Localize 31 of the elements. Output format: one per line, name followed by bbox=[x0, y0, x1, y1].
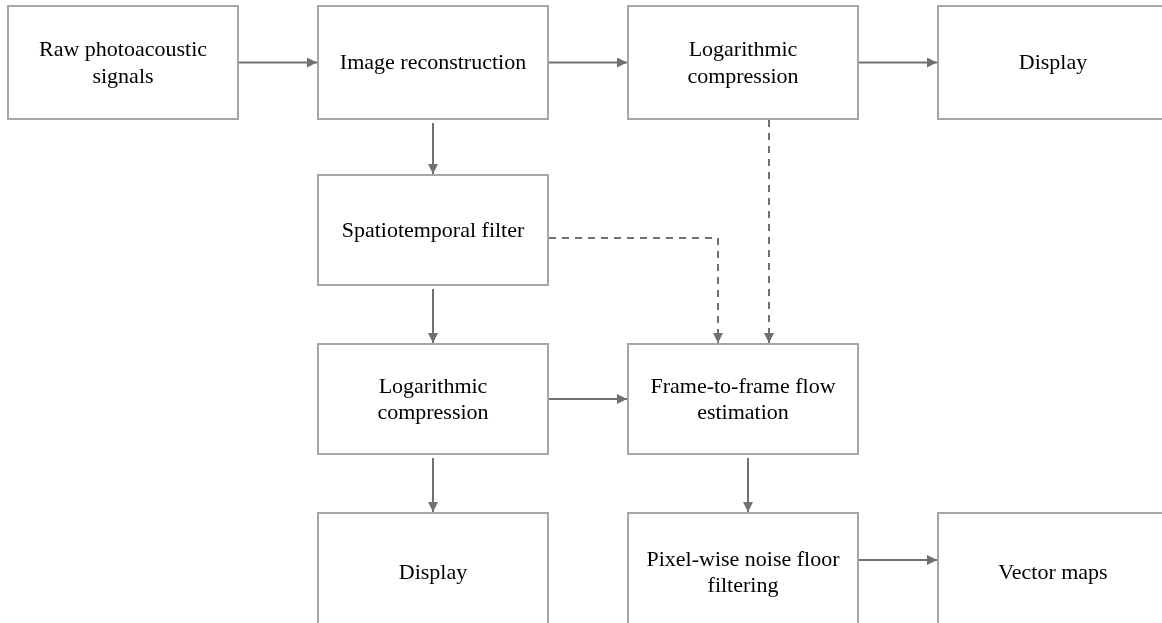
arrow bbox=[548, 57, 628, 68]
box-label: Image reconstruction bbox=[339, 49, 527, 76]
arrow bbox=[743, 457, 753, 513]
arrow bbox=[238, 57, 318, 68]
box-label: Display bbox=[1018, 49, 1088, 76]
box-label: Vector maps bbox=[998, 558, 1108, 586]
process-box bbox=[627, 343, 859, 455]
dashed-arrow bbox=[764, 119, 774, 344]
process-box bbox=[317, 343, 549, 455]
arrow bbox=[548, 394, 628, 404]
process-box bbox=[937, 512, 1162, 623]
arrow bbox=[858, 57, 938, 68]
box-label: Frame-to-frame flow estimation bbox=[649, 372, 837, 426]
box-label: Logarithmic compression bbox=[376, 372, 490, 426]
arrow bbox=[428, 457, 438, 513]
process-box bbox=[317, 5, 549, 120]
process-box bbox=[937, 5, 1162, 120]
box-label: Display bbox=[398, 558, 468, 586]
process-box bbox=[317, 512, 549, 623]
box-label: Raw photoacoustic signals bbox=[38, 36, 208, 89]
process-box bbox=[627, 5, 859, 120]
arrow bbox=[428, 122, 438, 175]
process-box bbox=[317, 174, 549, 286]
process-box bbox=[627, 512, 859, 623]
process-box bbox=[7, 5, 239, 120]
arrow bbox=[428, 288, 438, 344]
box-label: Spatiotemporal filter bbox=[341, 216, 525, 244]
box-label: Pixel-wise noise floor filtering bbox=[645, 545, 841, 599]
arrow bbox=[858, 555, 938, 565]
box-label: Logarithmic compression bbox=[686, 36, 800, 89]
dashed-arrow bbox=[548, 237, 723, 344]
